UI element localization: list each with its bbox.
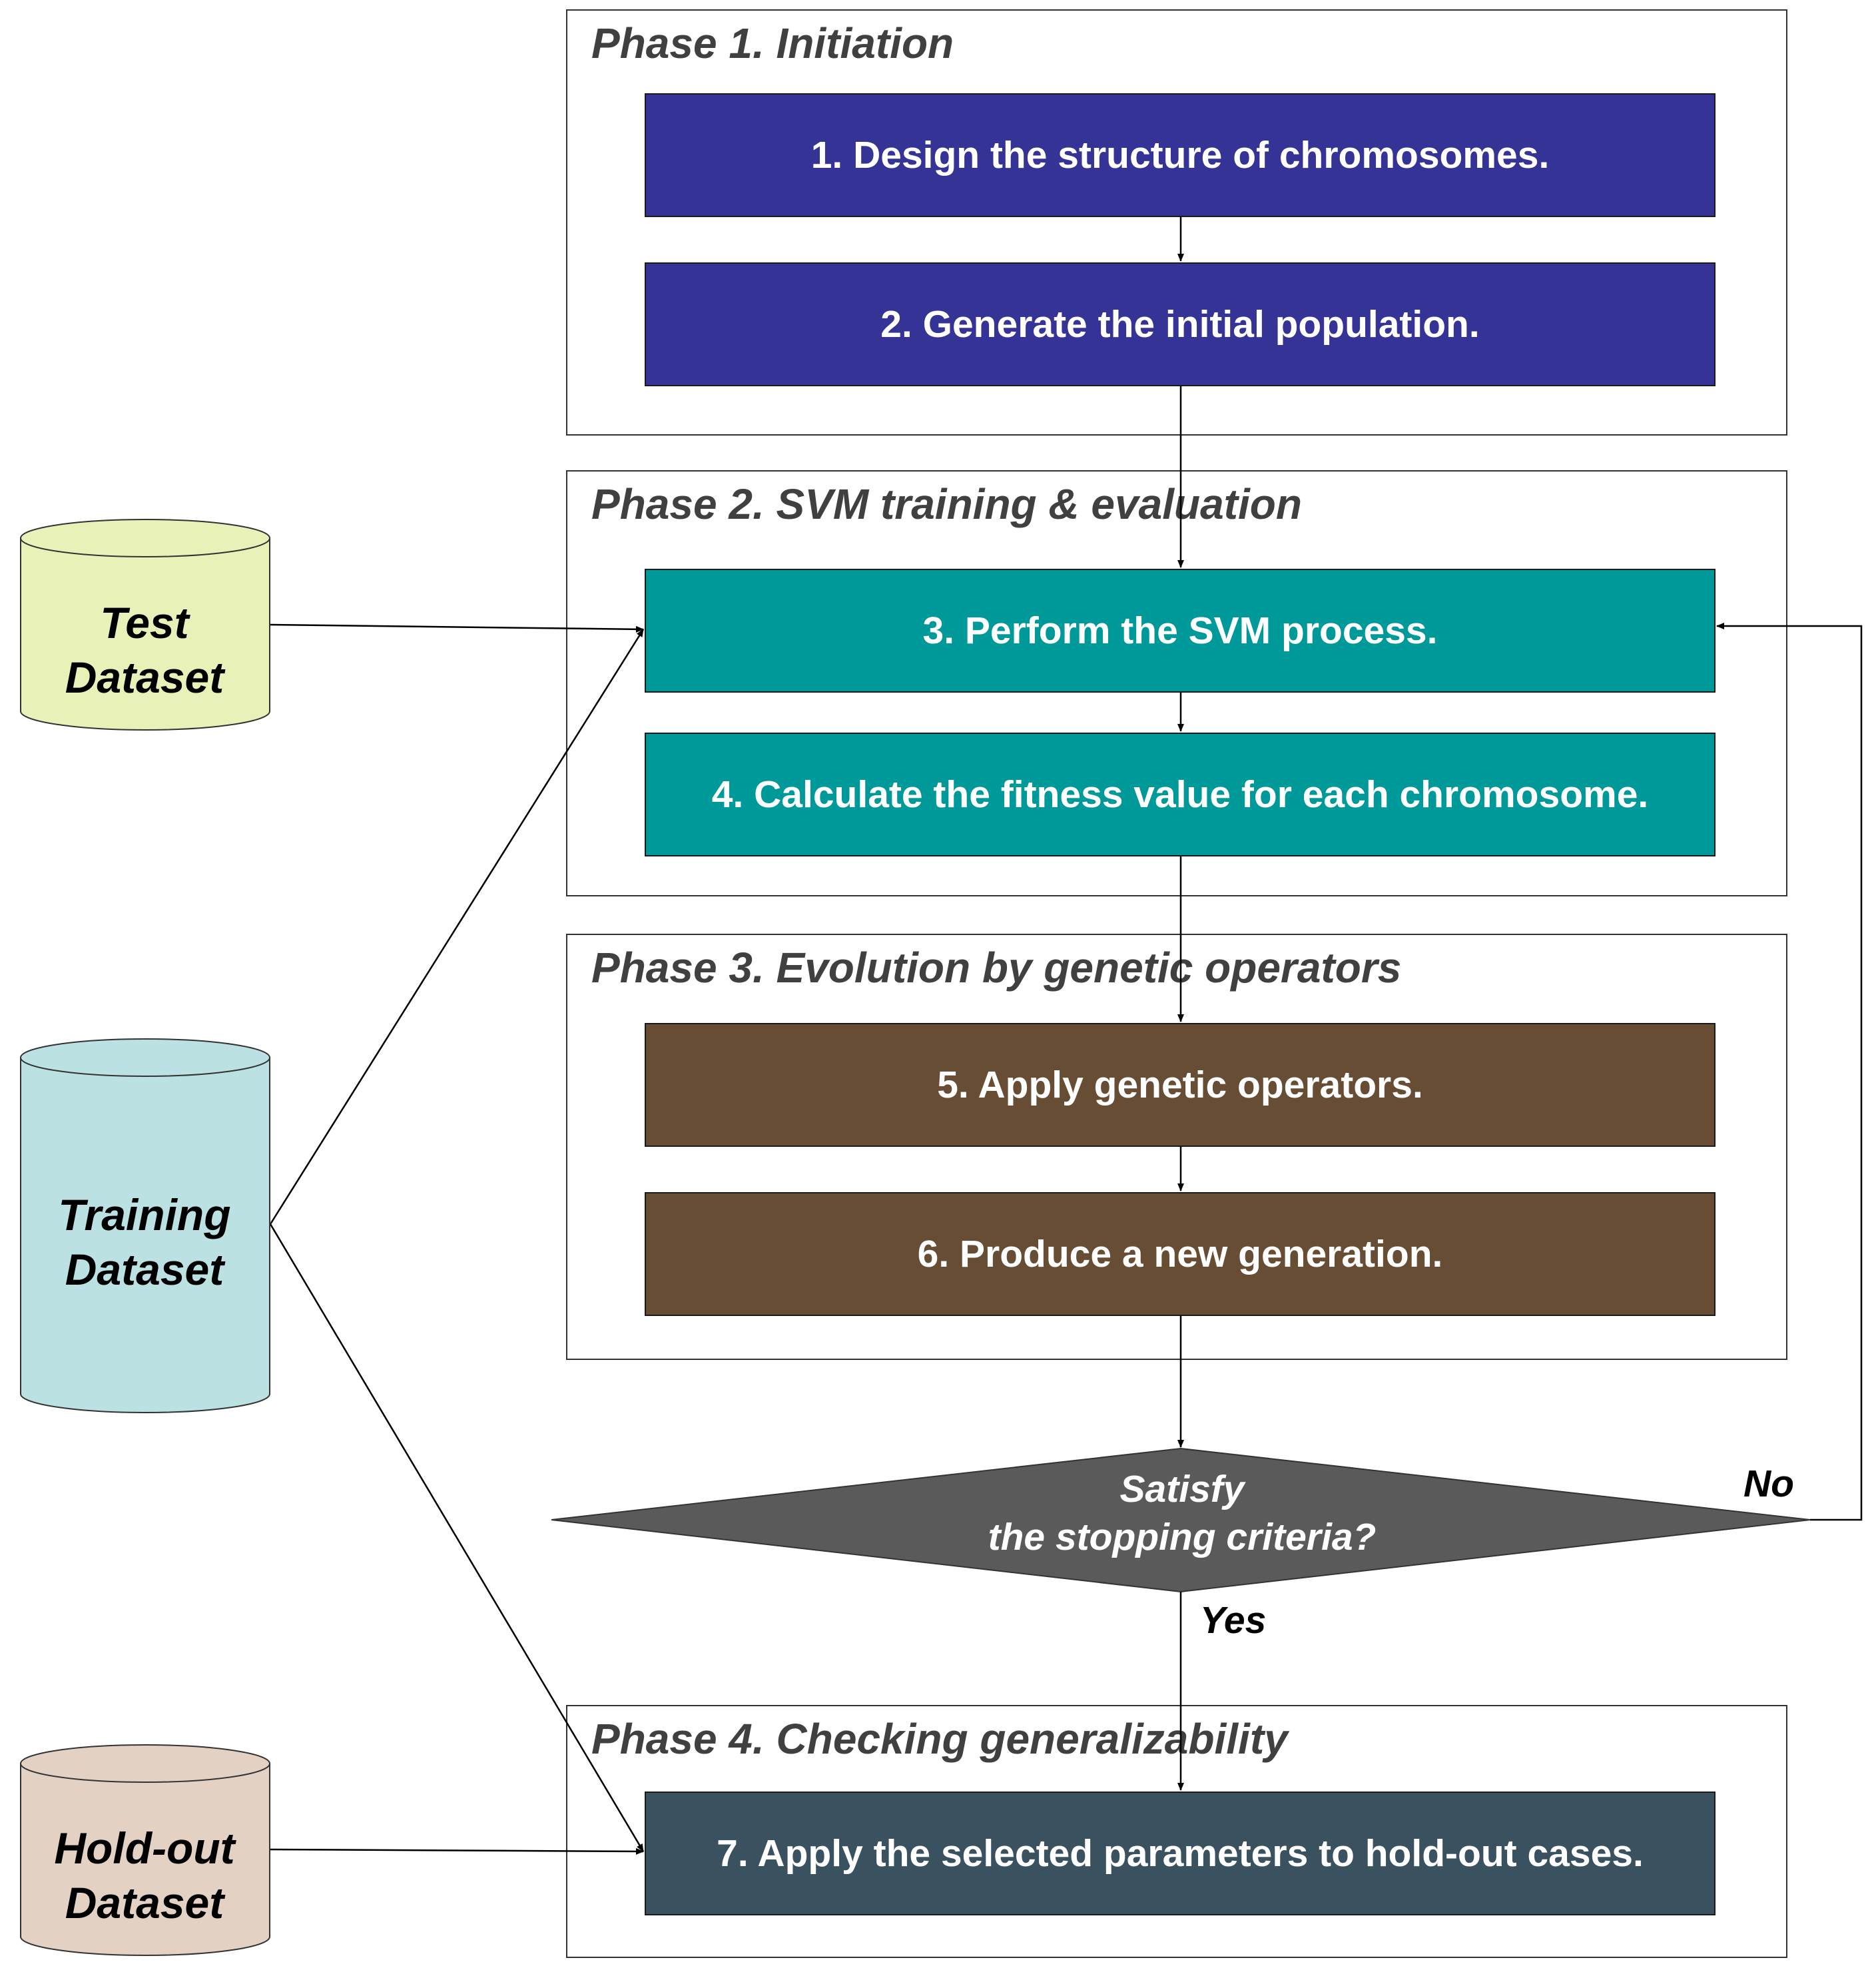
arrow-training-dataset-to-step3 (269, 629, 645, 1225)
edge-label-no: No (1743, 1463, 1794, 1505)
step-4-calculate-fitness: 4. Calculate the fitness value for each … (645, 733, 1716, 856)
training-dataset-label-line2: Dataset (65, 1245, 224, 1294)
phase-1-title: Phase 1. Initiation (591, 19, 954, 67)
arrow-test-dataset-to-step3 (270, 623, 644, 633)
training-dataset-label-line1: Training (58, 1190, 231, 1239)
training-dataset-body (20, 1057, 270, 1413)
test-dataset-label-line1: Test (100, 598, 189, 647)
decision-label-line1: Satisfy (1119, 1468, 1245, 1510)
edge-label-yes: Yes (1200, 1599, 1267, 1642)
decision-label-line2: the stopping criteria? (988, 1516, 1377, 1558)
training-dataset-cylinder (20, 1038, 270, 1413)
holdout-dataset-top (20, 1744, 270, 1783)
holdout-dataset-label-line2: Dataset (65, 1878, 224, 1927)
phase-2-title: Phase 2. SVM training & evaluation (591, 480, 1302, 528)
test-dataset-label: Test Dataset (20, 595, 269, 705)
step-1-design-chromosomes: 1. Design the structure of chromosomes. (645, 93, 1716, 217)
test-dataset-label-line2: Dataset (65, 653, 224, 702)
holdout-dataset-label-line1: Hold-out (54, 1823, 235, 1873)
test-dataset-top (20, 519, 270, 557)
training-dataset-top (20, 1038, 270, 1077)
arrow-holdout-dataset-to-step7 (270, 1847, 644, 1855)
step-3-perform-svm: 3. Perform the SVM process. (645, 569, 1716, 693)
phase-3-title: Phase 3. Evolution by genetic operators (591, 944, 1402, 992)
decision-label: Satisfy the stopping criteria? (866, 1465, 1498, 1561)
phase-3-box: Phase 3. Evolution by genetic operators (566, 934, 1787, 1360)
phase-1-box: Phase 1. Initiation (566, 9, 1787, 436)
arrow-training-dataset-to-step7 (269, 1223, 645, 1852)
step-7-apply-to-holdout: 7. Apply the selected parameters to hold… (645, 1792, 1716, 1915)
holdout-dataset-cylinder (20, 1744, 270, 1956)
training-dataset-label: Training Dataset (20, 1187, 269, 1297)
phase-4-box: Phase 4. Checking generalizability (566, 1705, 1787, 1958)
phase-4-title: Phase 4. Checking generalizability (591, 1715, 1288, 1763)
step-5-apply-genetic-operators: 5. Apply genetic operators. (645, 1023, 1716, 1147)
step-6-produce-generation: 6. Produce a new generation. (645, 1192, 1716, 1316)
test-dataset-cylinder (20, 519, 270, 731)
step-2-generate-population: 2. Generate the initial population. (645, 262, 1716, 386)
phase-2-box: Phase 2. SVM training & evaluation (566, 470, 1787, 896)
arrow-decision-no-to-step3 (1716, 623, 1863, 1521)
test-dataset-body (20, 537, 270, 731)
holdout-dataset-label: Hold-out Dataset (20, 1821, 269, 1930)
holdout-dataset-body (20, 1763, 270, 1956)
